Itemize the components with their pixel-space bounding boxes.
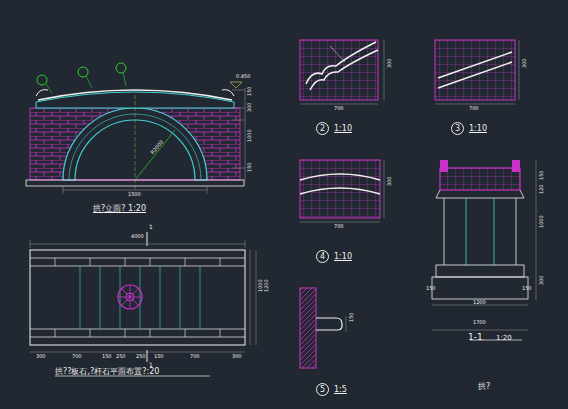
callout-number: 3 [452, 125, 463, 133]
dimension-text: 700 [72, 354, 82, 359]
dimension-text: 1:20 [496, 335, 512, 342]
dimension-text: 150 [522, 286, 532, 291]
detail-4 [300, 160, 384, 222]
detail-callout: 51:5 [316, 383, 329, 396]
dimension-text: 300 [387, 58, 392, 68]
detail-5 [300, 288, 346, 368]
dimension-text: 150 [539, 170, 544, 180]
detail-3 [435, 40, 519, 104]
dimension-text: 150 [247, 162, 252, 172]
dimension-text: 700 [469, 106, 479, 111]
dimension-text: R2000 [150, 140, 164, 156]
callout-number: 4 [317, 253, 328, 261]
dimension-text: 300 [36, 354, 46, 359]
dimension-text: 150 [154, 354, 164, 359]
dimension-text: 300 [232, 354, 242, 359]
detail-callout: 21:10 [316, 122, 329, 135]
dimension-text: 1000 [258, 279, 263, 292]
dimension-text: 300 [539, 275, 544, 285]
scale-text: 1:10 [334, 253, 352, 261]
dimension-text: 300 [387, 176, 392, 186]
section-1-1 [432, 160, 536, 340]
view-title: 拱?立面? 1:20 [93, 205, 146, 213]
dimension-text: 4000 [131, 234, 144, 239]
dimension-text: 拱??板石,?杆石平面布置?:20 [55, 368, 159, 376]
dimension-text: 250 [116, 354, 126, 359]
dimension-text: 700 [190, 354, 200, 359]
dimension-text: 150 [247, 86, 252, 96]
dimension-text: 1500 [128, 192, 141, 197]
dimension-text: 1-1 [468, 333, 483, 342]
dimension-text: 700 [334, 106, 344, 111]
dimension-text: 150 [102, 354, 112, 359]
dimension-text: 300 [522, 58, 527, 68]
dimension-text: 1 [149, 362, 153, 368]
scale-text: 1:10 [334, 125, 352, 133]
callout-number: 5 [317, 386, 328, 394]
detail-callout: 41:10 [316, 250, 329, 263]
dimension-text: 700 [334, 224, 344, 229]
plan [30, 232, 256, 376]
dimension-text: 1200 [264, 279, 269, 292]
dimension-text: 300 [247, 102, 252, 112]
dimension-text: 1700 [473, 320, 486, 325]
dimension-text: 0.450 [236, 74, 250, 79]
dimension-text: 250 [136, 354, 146, 359]
dimension-text: 120 [539, 184, 544, 194]
dimension-text: 1 [149, 224, 153, 230]
dimension-text: 150 [426, 286, 436, 291]
dimension-text: 拱? [478, 383, 490, 391]
dimension-text: 150 [349, 312, 354, 322]
scale-text: 1:10 [469, 125, 487, 133]
callout-number: 2 [317, 125, 328, 133]
dimension-text: 1000 [247, 129, 252, 142]
scale-text: 1:5 [334, 386, 347, 394]
elevation [26, 63, 245, 194]
dimension-text: 1200 [473, 300, 486, 305]
detail-2 [300, 40, 384, 104]
detail-callout: 31:10 [451, 122, 464, 135]
dimension-text: 1000 [539, 215, 544, 228]
